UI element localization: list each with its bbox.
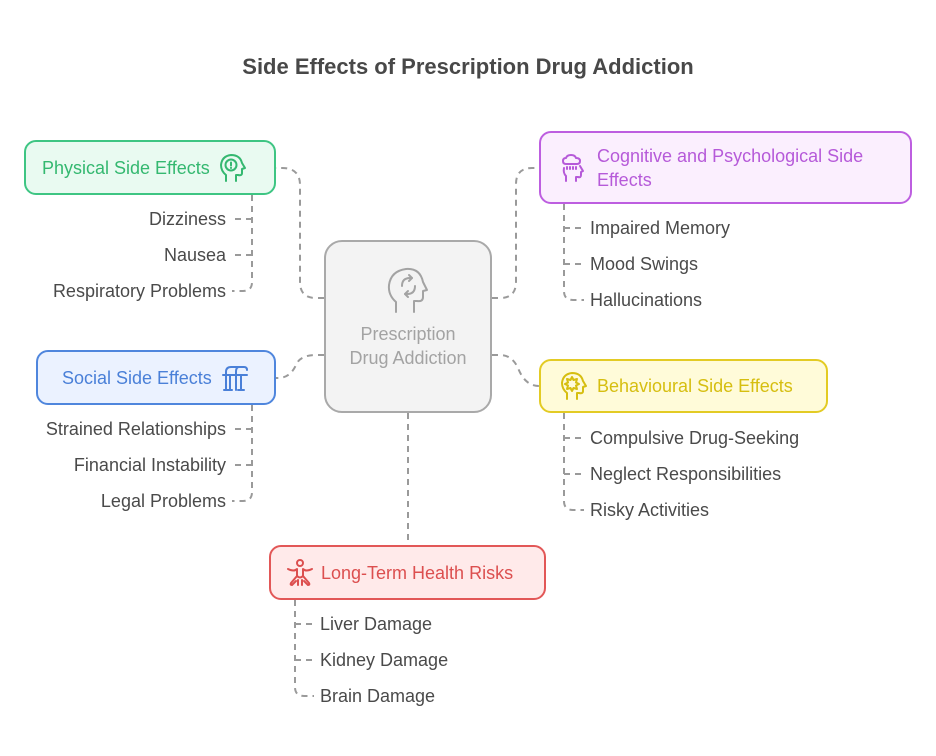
connector-behavioural-leaves (563, 413, 584, 511)
connector-social-leaves (232, 405, 253, 502)
branch-physical-label: Physical Side Effects (42, 157, 210, 178)
leaf-compulsive-drug-seeking: Compulsive Drug-Seeking (590, 428, 800, 448)
branch-physical: Physical Side Effects (24, 140, 276, 195)
connector-behavioural (492, 354, 540, 387)
leaf-strained-relationships: Strained Relationships (45, 419, 226, 439)
leaf-impaired-memory: Impaired Memory (590, 218, 731, 238)
connector-longterm-leaves (294, 600, 314, 697)
leaf-nausea: Nausea (163, 245, 226, 265)
connector-social (276, 354, 324, 379)
leaf-dizziness: Dizziness (148, 209, 226, 229)
connector-cognitive-leaves (563, 204, 584, 301)
center-label: Prescription Drug Addiction (349, 324, 467, 368)
leaf-financial-instability: Financial Instability (73, 455, 226, 475)
head-alert-icon (218, 153, 248, 183)
leaf-respiratory-problems: Respiratory Problems (52, 281, 226, 301)
leaf-kidney-damage: Kidney Damage (320, 650, 449, 670)
leaf-legal-problems: Legal Problems (100, 491, 226, 511)
leaf-hallucinations: Hallucinations (590, 290, 703, 310)
leaf-neglect-responsibilities: Neglect Responsibilities (590, 464, 782, 484)
leaf-risky-activities: Risky Activities (590, 500, 710, 520)
connector-cognitive (492, 167, 539, 299)
leaf-mood-swings: Mood Swings (590, 254, 699, 274)
connector-physical-leaves (232, 195, 253, 292)
stretching-person-icon (285, 558, 315, 588)
head-cycle-icon (382, 264, 434, 316)
branch-cognitive: Cognitive and Psychological Side Effects (539, 131, 912, 204)
branch-longterm-label: Long-Term Health Risks (321, 562, 514, 583)
head-burst-icon (559, 371, 589, 401)
leaf-brain-damage: Brain Damage (320, 686, 436, 706)
branch-behavioural: Behavioural Side Effects (539, 359, 828, 413)
branch-behavioural-label: Behavioural Side Effects (597, 376, 793, 396)
branch-social-label: Social Side Effects (62, 367, 212, 388)
ff-ligature-icon (220, 363, 250, 393)
head-cloud-rain-icon (559, 153, 589, 183)
branch-cognitive-label: Cognitive and Psychological Side Effects (597, 145, 864, 190)
connector-physical (276, 167, 324, 299)
center-node: Prescription Drug Addiction (324, 240, 492, 413)
diagram-title: Side Effects of Prescription Drug Addict… (242, 54, 694, 79)
branch-social: Social Side Effects (36, 350, 276, 405)
branch-longterm: Long-Term Health Risks (269, 545, 546, 600)
leaf-liver-damage: Liver Damage (320, 614, 433, 634)
